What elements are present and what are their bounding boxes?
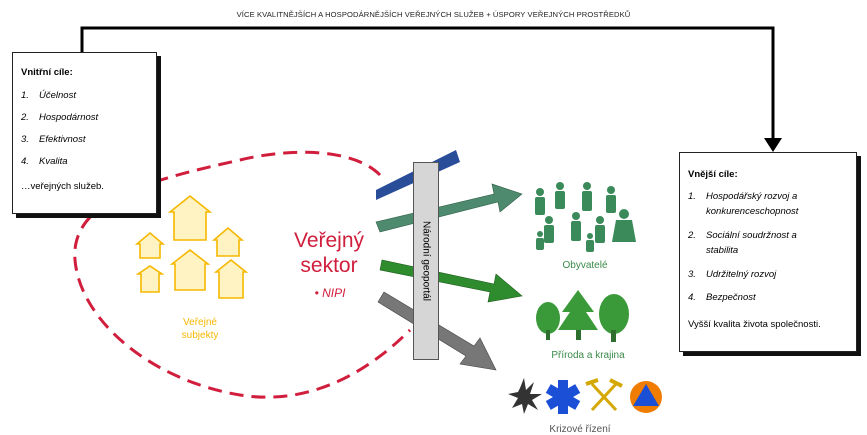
outer-goal-item: 4.Bezpečnost bbox=[688, 292, 756, 303]
house-icon bbox=[213, 258, 249, 299]
inner-goals-footer: …veřejných služeb. bbox=[21, 181, 104, 192]
national-geoportal-bar: Národní geoportál bbox=[413, 162, 439, 360]
person-icon bbox=[544, 216, 554, 243]
tree-icon bbox=[599, 294, 629, 342]
feedback-arrow bbox=[80, 26, 775, 140]
person-icon bbox=[595, 216, 605, 243]
green-arrow-to-nature bbox=[379, 259, 523, 303]
public-sector-title: Veřejný sektor bbox=[293, 229, 365, 277]
person-icon bbox=[586, 233, 594, 252]
house-icon bbox=[169, 248, 211, 291]
residents-label: Obyvatelé bbox=[562, 260, 608, 271]
outer-goal-item-cont: stabilita bbox=[706, 245, 739, 256]
outer-goal-item: 3.Udržitelný rozvoj bbox=[688, 269, 777, 280]
public-subjects-label: Veřejné subjekty bbox=[181, 317, 219, 341]
outer-goal-item: 1.Hospodářský rozvoj a bbox=[688, 191, 798, 202]
inner-goal-item: 4.Kvalita bbox=[21, 156, 68, 167]
outer-goals-footer: Vyšší kvalita života společnosti. bbox=[688, 319, 821, 330]
person-icon bbox=[582, 182, 592, 211]
outer-goals-box: Vnější cíle: 1.Hospodářský rozvoj a konk… bbox=[679, 152, 857, 352]
feedback-arrowhead bbox=[764, 138, 782, 152]
nipi-label: • NIPI bbox=[314, 286, 346, 300]
top-title: VÍCE KVALITNĚJŠÍCH A HOSPODÁRNĚJŠÍCH VEŘ… bbox=[236, 10, 631, 19]
person-icon bbox=[555, 182, 565, 209]
house-icon bbox=[167, 194, 213, 241]
person-icon bbox=[535, 188, 545, 215]
house-icon bbox=[134, 231, 166, 259]
person-icon bbox=[536, 231, 544, 250]
star-of-life-icon bbox=[545, 380, 581, 414]
house-icon bbox=[211, 226, 245, 257]
geoportal-label: Národní geoportál bbox=[420, 220, 432, 302]
residents-group bbox=[535, 182, 636, 252]
person-icon bbox=[606, 186, 616, 213]
outer-goals-title: Vnější cíle: bbox=[688, 169, 738, 180]
person-icon bbox=[612, 209, 636, 242]
house-icon bbox=[135, 265, 165, 293]
explosion-icon bbox=[508, 378, 542, 414]
crisis-management-label: Krizové řízení bbox=[549, 424, 611, 435]
person-icon bbox=[571, 212, 581, 241]
outer-goal-item: 2.Sociální soudržnost a bbox=[688, 230, 797, 241]
inner-goals-title: Vnitřní cíle: bbox=[21, 67, 73, 78]
inner-goals-box: Vnitřní cíle: 1.Účelnost 2.Hospodárnost … bbox=[12, 52, 157, 214]
nature-label: Příroda a krajina bbox=[551, 350, 625, 361]
tree-icon bbox=[536, 302, 560, 340]
trees-group bbox=[536, 290, 629, 342]
houses-group bbox=[134, 194, 249, 299]
inner-goal-item: 3.Efektivnost bbox=[21, 134, 86, 145]
inner-goal-item: 1.Účelnost bbox=[21, 90, 76, 101]
outer-goal-item-cont: konkurenceschopnost bbox=[706, 206, 799, 217]
public-sector-dashed-circle bbox=[73, 150, 412, 399]
teal-arrow-to-residents bbox=[375, 183, 523, 233]
tree-icon bbox=[558, 290, 598, 340]
civil-protection-icon bbox=[630, 381, 662, 413]
inner-goal-item: 2.Hospodárnost bbox=[21, 112, 99, 123]
crossed-tools-icon bbox=[585, 378, 623, 412]
